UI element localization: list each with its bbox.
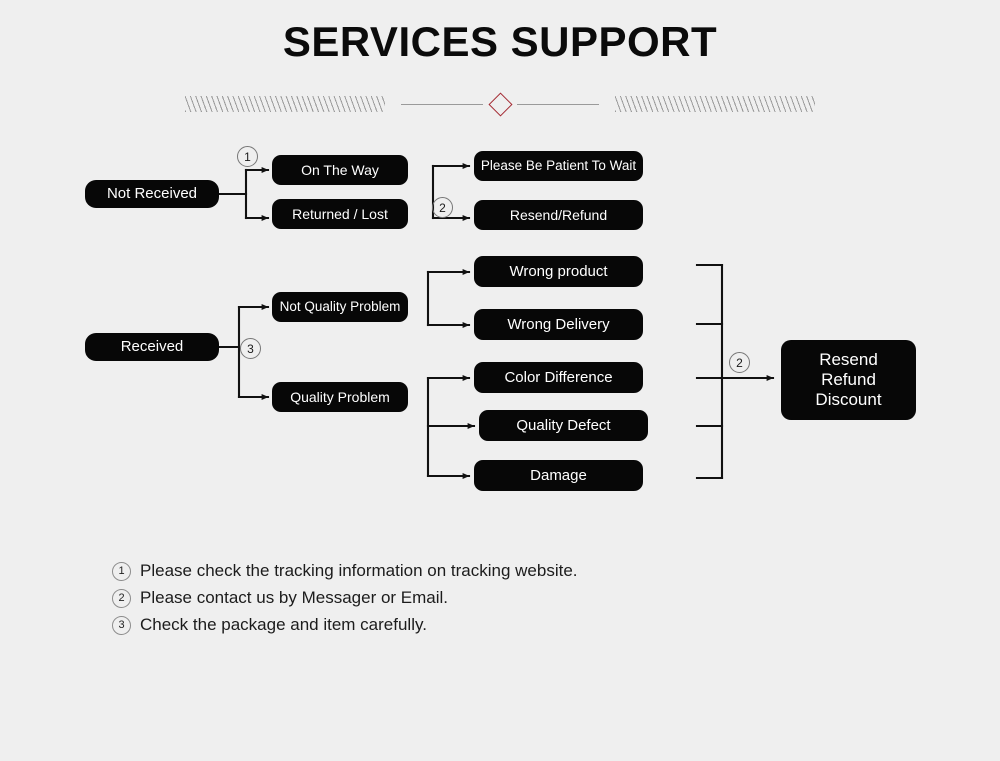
- step-marker-1: 1: [237, 146, 258, 167]
- resolution-line-1: Resend: [819, 349, 878, 369]
- footnote-marker-3: 3: [112, 615, 131, 635]
- hatch-left-icon: [185, 96, 385, 112]
- node-label: Quality Problem: [290, 388, 390, 405]
- footnote-marker-label: 3: [118, 618, 125, 631]
- divider-rule-left: [401, 103, 483, 105]
- diamond-outline-icon: [483, 91, 517, 117]
- footnote-marker-label: 1: [118, 564, 125, 577]
- node-label: Quality Defect: [516, 416, 611, 434]
- node-label: Wrong product: [509, 262, 608, 280]
- footnote-marker-label: 2: [118, 591, 125, 604]
- divider-center: [401, 91, 599, 117]
- node-label: Wrong Delivery: [507, 315, 610, 333]
- node-label: Not Received: [106, 185, 198, 203]
- resolution-line-2: Refund: [821, 369, 876, 389]
- node-resend-refund[interactable]: Resend/Refund: [474, 200, 643, 230]
- footnote-text: Please contact us by Messager or Email.: [140, 588, 449, 607]
- step-marker-2-top: 2: [432, 197, 453, 218]
- footnote-marker-1: 1: [112, 561, 131, 581]
- step-marker-3: 3: [240, 338, 261, 359]
- node-label: Resend/Refund: [509, 206, 608, 223]
- node-returned-lost[interactable]: Returned / Lost: [272, 199, 408, 229]
- step-marker-label: 1: [244, 149, 251, 164]
- resolution-line-3: Discount: [815, 390, 882, 410]
- node-label: Please Be Patient To Wait: [480, 158, 637, 174]
- node-label: On The Way: [301, 161, 379, 178]
- node-color-difference[interactable]: Color Difference: [474, 362, 643, 393]
- node-on-the-way[interactable]: On The Way: [272, 155, 408, 185]
- node-label: Received: [120, 338, 184, 356]
- step-marker-label: 2: [736, 355, 743, 370]
- header-divider: [185, 91, 815, 117]
- node-quality-defect[interactable]: Quality Defect: [479, 410, 648, 441]
- node-label: Damage: [530, 466, 587, 484]
- footnote-item: 1 Please check the tracking information …: [112, 560, 812, 582]
- node-label: Returned / Lost: [292, 205, 388, 222]
- footnote-text: Please check the tracking information on…: [140, 561, 578, 580]
- node-received[interactable]: Received: [85, 333, 219, 361]
- node-wrong-product[interactable]: Wrong product: [474, 256, 643, 287]
- node-label: Color Difference: [504, 368, 613, 386]
- footnote-marker-2: 2: [112, 588, 131, 608]
- node-wrong-delivery[interactable]: Wrong Delivery: [474, 309, 643, 340]
- node-resend-refund-discount[interactable]: Resend Refund Discount: [781, 340, 916, 420]
- node-damage[interactable]: Damage: [474, 460, 643, 491]
- hatch-right-icon: [615, 96, 815, 112]
- node-label: Not Quality Problem: [279, 299, 401, 315]
- node-quality-problem[interactable]: Quality Problem: [272, 382, 408, 412]
- footnote-item: 2 Please contact us by Messager or Email…: [112, 587, 812, 609]
- footnote-text: Check the package and item carefully.: [140, 615, 427, 634]
- footnotes-list: 1 Please check the tracking information …: [112, 560, 812, 641]
- page-title: SERVICES SUPPORT: [282, 18, 718, 65]
- step-marker-label: 2: [439, 200, 446, 215]
- node-not-quality-problem[interactable]: Not Quality Problem: [272, 292, 408, 322]
- step-marker-2-resolution: 2: [729, 352, 750, 373]
- divider-rule-right: [517, 103, 599, 105]
- footnote-item: 3 Check the package and item carefully.: [112, 614, 812, 636]
- step-marker-label: 3: [247, 341, 254, 356]
- node-not-received[interactable]: Not Received: [85, 180, 219, 208]
- node-please-be-patient-to-wait[interactable]: Please Be Patient To Wait: [474, 151, 643, 181]
